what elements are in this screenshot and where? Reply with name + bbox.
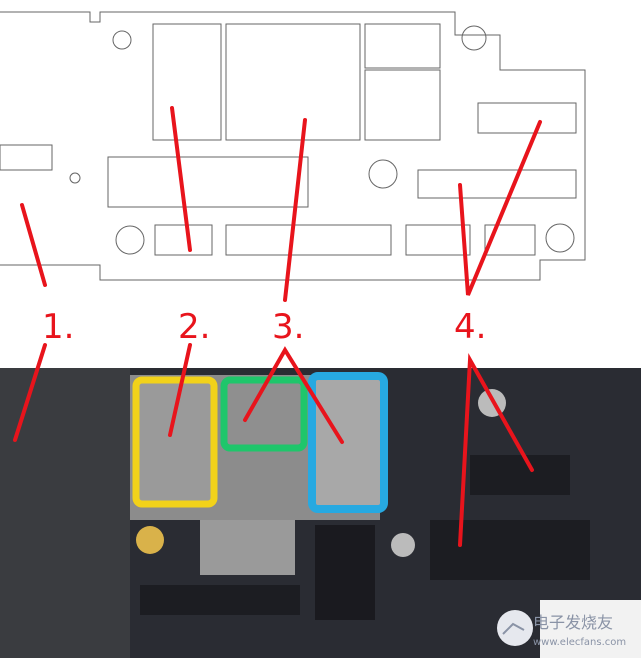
board-schematic bbox=[0, 11, 586, 281]
chip-box-3a bbox=[220, 376, 308, 452]
chip-box-2 bbox=[132, 376, 218, 508]
label-3: 3. bbox=[272, 307, 304, 347]
label-2: 2. bbox=[178, 307, 210, 347]
label-1: 1. bbox=[42, 307, 74, 347]
label-4: 4. bbox=[454, 307, 486, 347]
chip-box-3b bbox=[308, 372, 388, 513]
watermark-brand: 电子发烧友 bbox=[533, 613, 613, 632]
watermark-url: www.elecfans.com bbox=[533, 637, 626, 648]
annotation-lines bbox=[13, 106, 542, 547]
watermark-logo: 电子发烧友 www.elecfans.com bbox=[497, 610, 626, 648]
